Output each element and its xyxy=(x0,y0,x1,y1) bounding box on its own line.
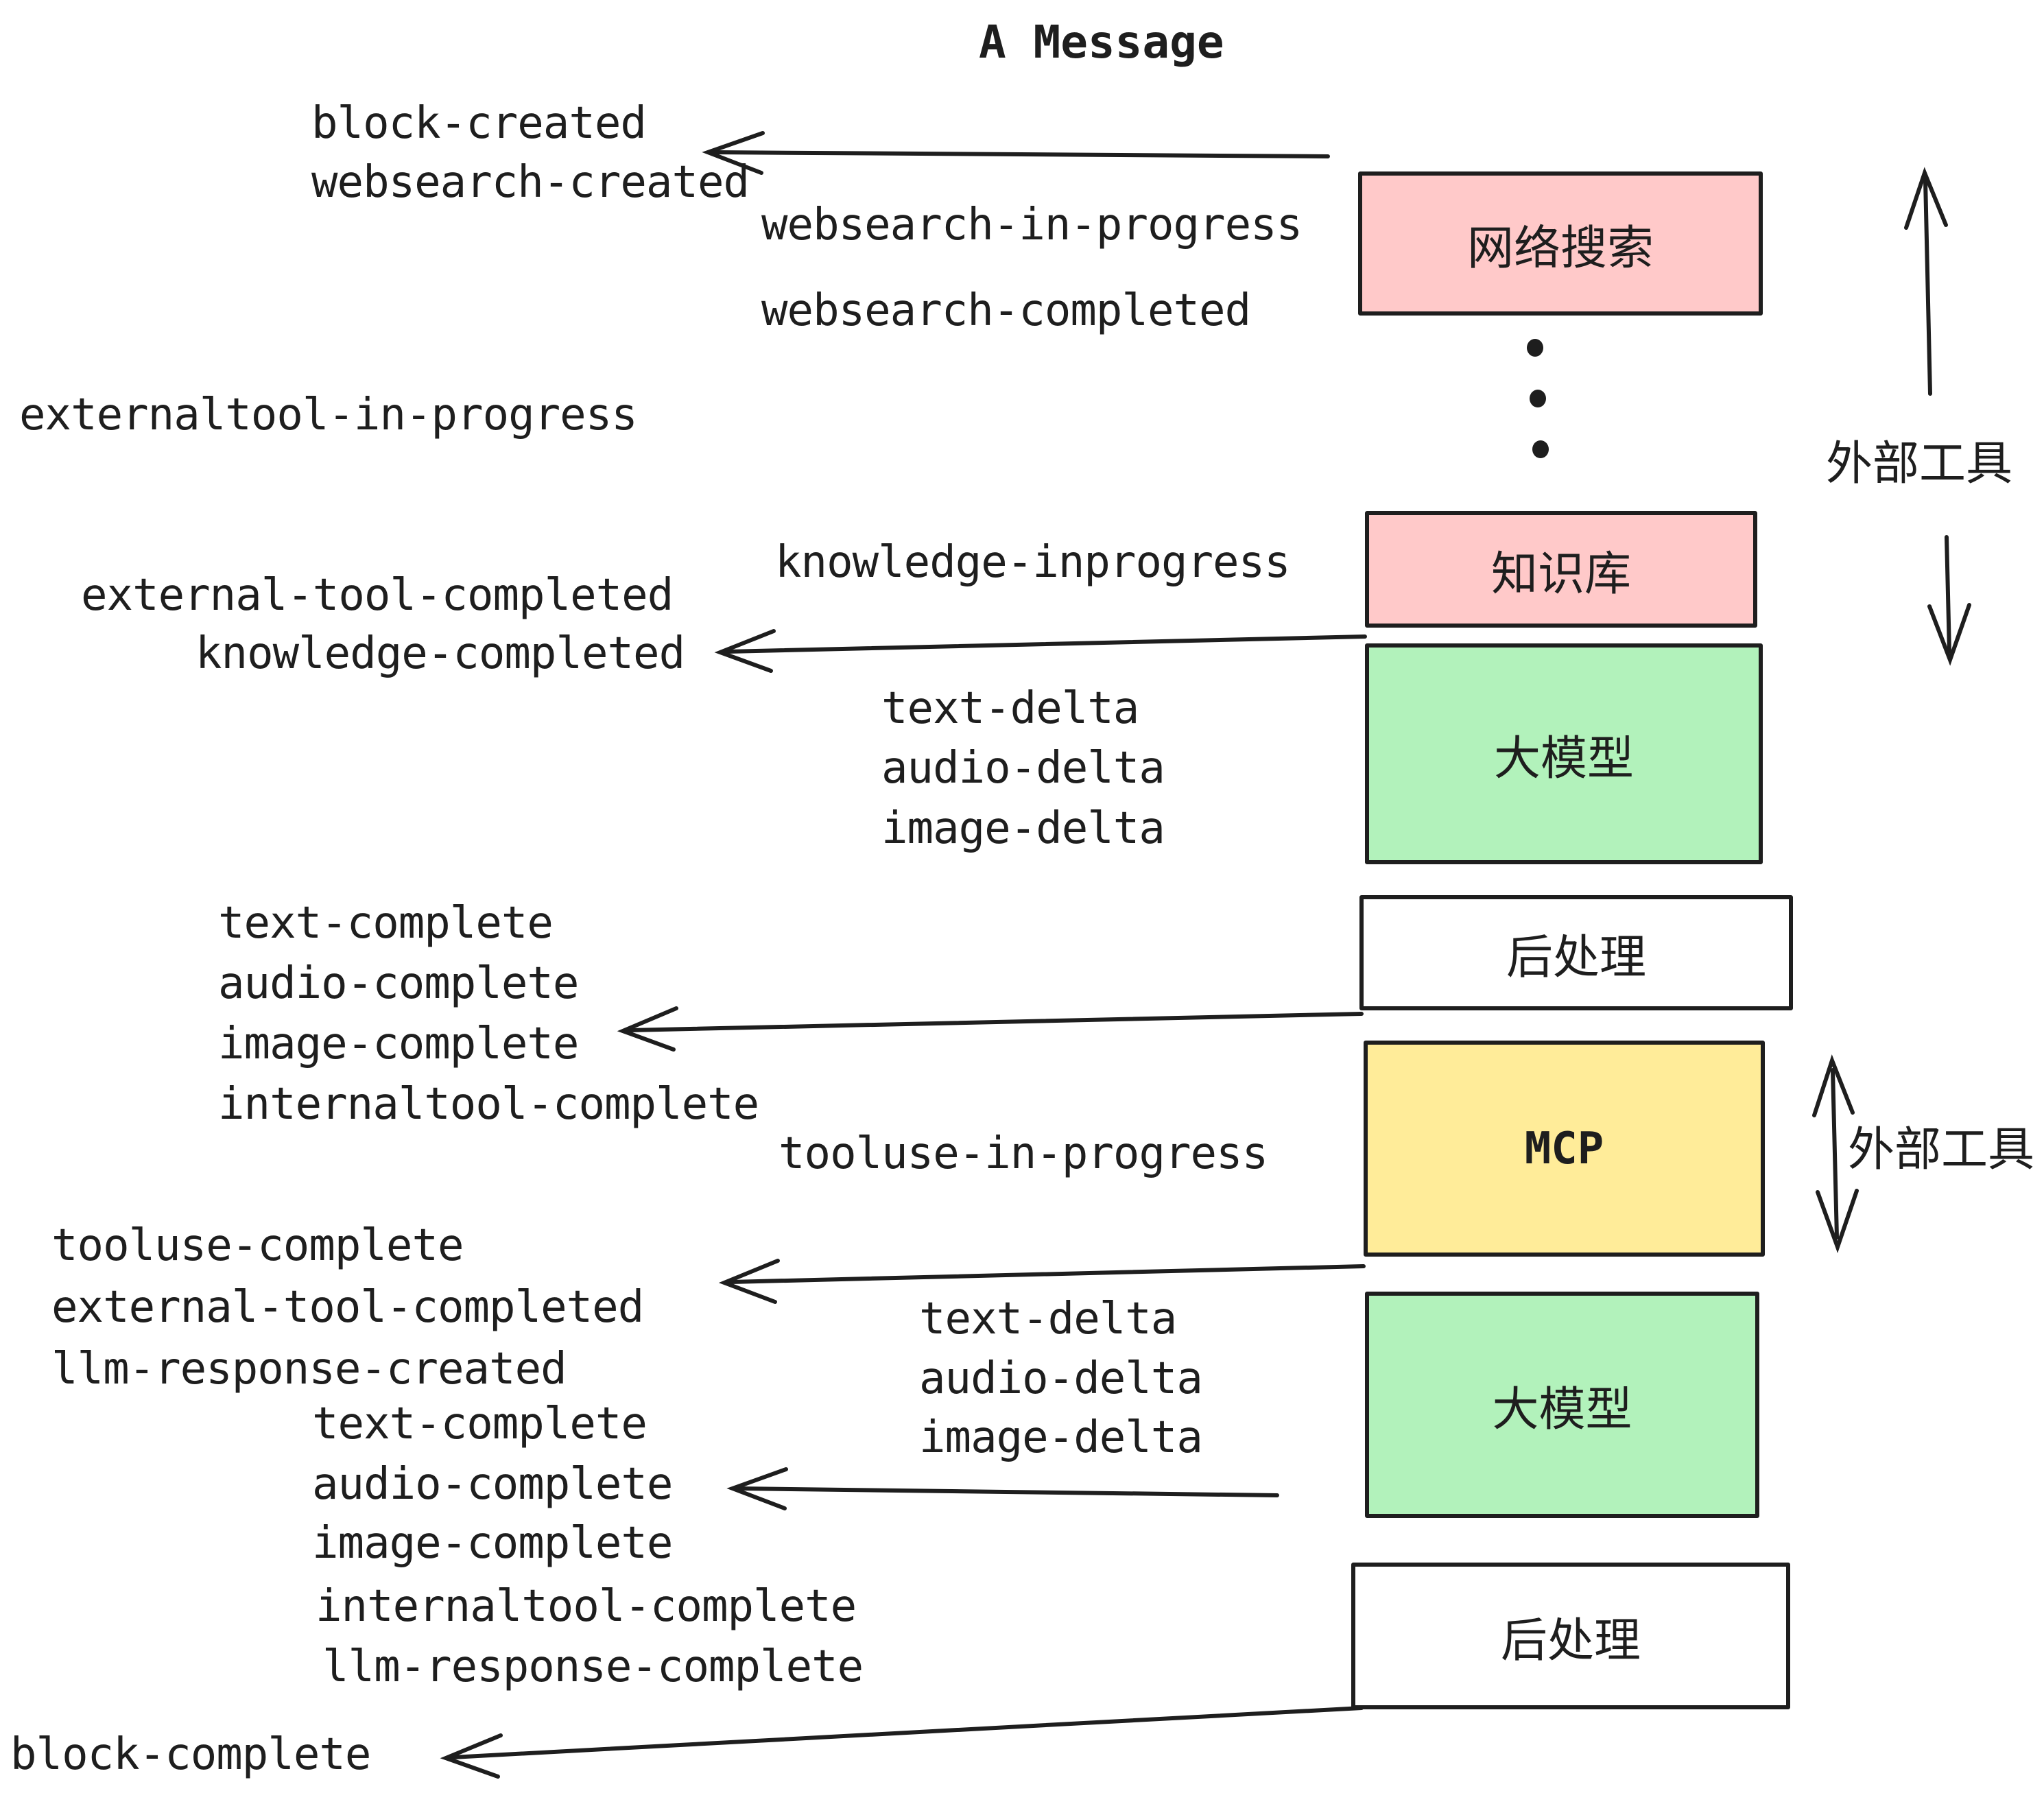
llm-box-1: 大模型 xyxy=(1365,643,1763,864)
event-tooluse-in-progress: tooluse-in-progress xyxy=(779,1128,1268,1179)
event-image-complete-2: image-complete xyxy=(312,1518,673,1569)
event-text-complete-2: text-complete xyxy=(312,1399,647,1449)
arrow-knowledge-completed xyxy=(714,629,1367,673)
websearch-box-label: 网络搜索 xyxy=(1466,221,1654,276)
event-websearch-created: websearch-created xyxy=(311,157,750,208)
diagram-title: A Message xyxy=(979,16,1224,69)
event-llm-response-complete: llm-response-complete xyxy=(322,1641,864,1692)
event-image-delta-2: image-delta xyxy=(919,1412,1203,1463)
event-external-tool-completed-1: external-tool-completed xyxy=(81,570,674,621)
postprocess-box-1-label: 后处理 xyxy=(1506,930,1646,985)
event-audio-complete-2: audio-complete xyxy=(312,1459,673,1510)
arrow-internal-complete xyxy=(617,1006,1364,1052)
event-block-created: block-created xyxy=(311,98,647,149)
event-text-complete-1: text-complete xyxy=(218,898,554,949)
mcp-box: MCP xyxy=(1364,1041,1765,1257)
event-text-delta-2: text-delta xyxy=(919,1294,1177,1344)
postprocess-box-1: 后处理 xyxy=(1359,895,1793,1010)
event-websearch-completed: websearch-completed xyxy=(761,285,1251,336)
event-externaltool-in-progress: externaltool-in-progress xyxy=(19,390,638,440)
websearch-box: 网络搜索 xyxy=(1358,171,1763,316)
event-audio-delta-2: audio-delta xyxy=(919,1353,1203,1404)
event-audio-complete-1: audio-complete xyxy=(218,958,579,1009)
event-internaltool-complete-2: internaltool-complete xyxy=(316,1581,857,1632)
ellipsis-dot xyxy=(1530,390,1546,407)
arrow-block-created xyxy=(702,131,1330,175)
event-knowledge-completed: knowledge-completed xyxy=(195,628,685,679)
event-image-delta-1: image-delta xyxy=(881,803,1165,854)
event-audio-delta-1: audio-delta xyxy=(881,743,1165,794)
event-text-delta-1: text-delta xyxy=(881,683,1139,734)
external-tools-top-arrow xyxy=(1904,167,1971,666)
external-tools-top-label: 外部工具 xyxy=(1826,437,2013,491)
llm-box-2-label: 大模型 xyxy=(1492,1382,1632,1437)
postprocess-box-2: 后处理 xyxy=(1351,1563,1790,1709)
llm-box-2: 大模型 xyxy=(1365,1292,1759,1518)
arrow-block-complete xyxy=(440,1706,1364,1779)
event-llm-response-created: llm-response-created xyxy=(51,1344,567,1394)
event-websearch-in-progress: websearch-in-progress xyxy=(761,200,1303,250)
ellipsis-dot xyxy=(1527,339,1543,357)
mcp-box-label: MCP xyxy=(1524,1123,1604,1174)
ellipsis-dot xyxy=(1532,440,1549,458)
event-external-tool-completed-2: external-tool-completed xyxy=(51,1282,644,1333)
knowledge-box-label: 知识库 xyxy=(1490,547,1631,602)
event-internaltool-complete-1: internaltool-complete xyxy=(218,1079,759,1130)
postprocess-box-2-label: 后处理 xyxy=(1500,1613,1641,1668)
knowledge-box: 知识库 xyxy=(1365,511,1757,628)
arrow-llm2-complete xyxy=(726,1467,1279,1510)
external-tools-mcp-label: 外部工具 xyxy=(1848,1123,2035,1177)
llm-box-1-label: 大模型 xyxy=(1493,731,1634,786)
event-image-complete-1: image-complete xyxy=(218,1019,579,1069)
event-tooluse-complete: tooluse-complete xyxy=(51,1220,464,1271)
event-knowledge-inprogress: knowledge-inprogress xyxy=(775,537,1291,588)
event-block-complete: block-complete xyxy=(10,1729,371,1780)
